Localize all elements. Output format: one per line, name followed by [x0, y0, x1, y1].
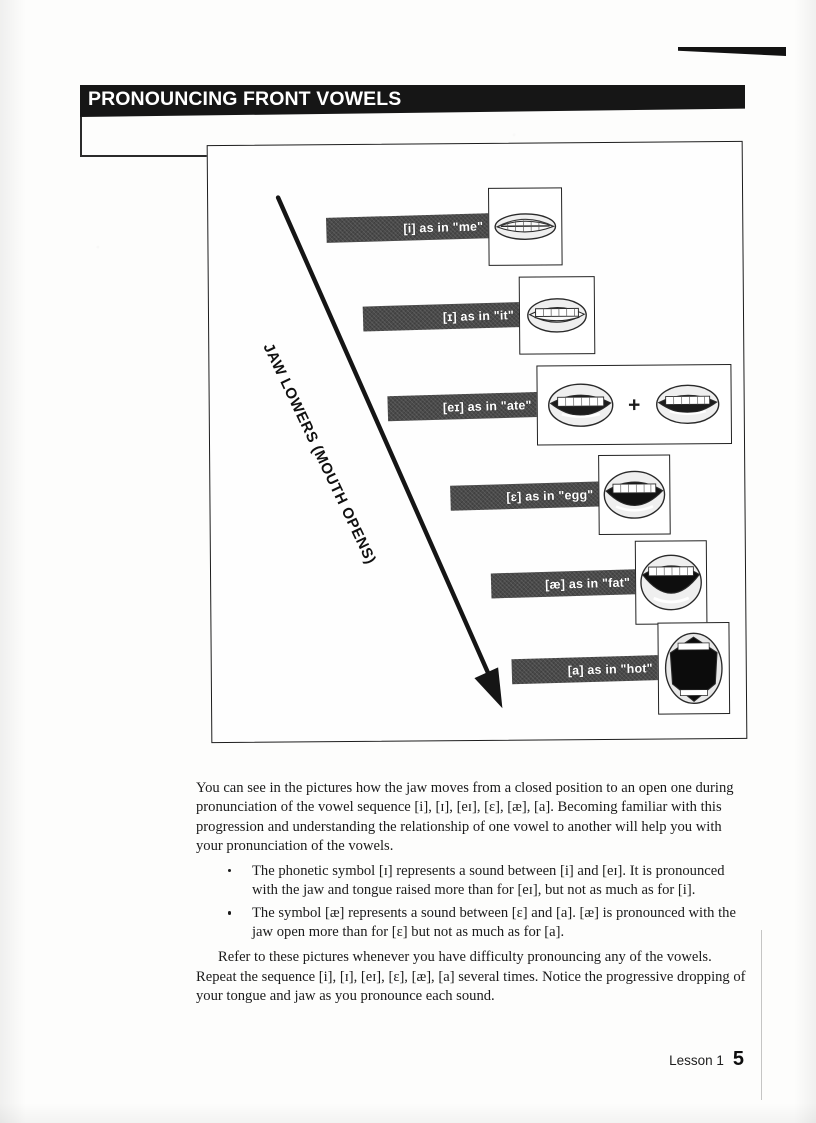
bullet-text-ih: The phonetic symbol [ɪ] represents a sou…	[252, 863, 725, 899]
vowel-label-eh: [ɛ] as in "egg"	[450, 480, 603, 511]
mouth-image-ih	[518, 276, 596, 355]
mouth-illustration-fully-open	[664, 632, 723, 704]
page-corner-artifact	[678, 47, 786, 56]
footer-lesson-label: Lesson 1	[669, 1053, 724, 1068]
mouth-illustration-slightly-open	[527, 298, 587, 333]
vowel-diagram-frame: JAW LOWERS (MOUTH OPENS) [i] as in "me" …	[206, 140, 748, 744]
mouth-illustration-closed	[494, 213, 557, 240]
mouth-illustration-open-b	[655, 384, 720, 425]
vowel-label-ey: [eɪ] as in "ate"	[387, 391, 542, 421]
mouth-image-ey: +	[536, 363, 733, 446]
paragraph-intro: You can see in the pictures how the jaw …	[196, 780, 734, 854]
paragraph-practice: Refer to these pictures whenever you hav…	[196, 949, 746, 1004]
header-rule-horizontal	[80, 155, 212, 157]
vowel-label-i: [i] as in "me"	[325, 212, 493, 243]
margin-rule	[761, 930, 762, 1100]
vowel-row-ey: [eɪ] as in "ate" +	[387, 363, 733, 447]
vowel-diagram-inner: JAW LOWERS (MOUTH OPENS) [i] as in "me" …	[208, 142, 747, 742]
mouth-image-ae	[634, 540, 708, 625]
vowel-row-i: [i] as in "me"	[325, 187, 563, 267]
page-footer: Lesson 1 5	[669, 1048, 744, 1071]
page-edge-shadow-right	[794, 0, 816, 1123]
vowel-row-eh: [ɛ] as in "egg"	[450, 454, 671, 536]
plus-icon: +	[627, 393, 641, 417]
explanation-bullet-list: The phonetic symbol [ɪ] represents a sou…	[196, 862, 752, 942]
vowel-row-ah: [a] as in "hot"	[511, 622, 731, 716]
mouth-pair-ey: +	[542, 368, 727, 441]
footer-page-number: 5	[732, 1048, 744, 1070]
bullet-dot-icon	[228, 869, 232, 873]
bullet-item-ih: The phonetic symbol [ɪ] represents a sou…	[196, 862, 752, 900]
mouth-image-i	[488, 187, 563, 266]
page-edge-shadow-left	[0, 0, 26, 1123]
section-header-band: PRONOUNCING FRONT VOWELS	[80, 85, 745, 117]
vowel-label-ae: [æ] as in "fat"	[490, 568, 640, 598]
mouth-image-ah	[657, 622, 731, 715]
bullet-text-ae: The symbol [æ] represents a sound betwee…	[252, 905, 736, 941]
vowel-label-ih: [ɪ] as in "it"	[362, 301, 524, 332]
header-rule-vertical	[80, 117, 82, 157]
vowel-row-ih: [ɪ] as in "it"	[362, 276, 596, 356]
page-edge-shadow-bottom	[0, 1103, 816, 1123]
vowel-row-ae: [æ] as in "fat"	[490, 540, 708, 626]
mouth-image-eh	[598, 454, 671, 536]
mouth-illustration-open-a	[548, 383, 614, 427]
bullet-dot-icon	[228, 911, 232, 915]
page-title: PRONOUNCING FRONT VOWELS	[88, 88, 402, 110]
mouth-illustration-wide-open	[640, 554, 702, 611]
body-text-block: You can see in the pictures how the jaw …	[196, 779, 752, 1006]
bullet-item-ae: The symbol [æ] represents a sound betwee…	[196, 904, 752, 942]
vowel-label-ah: [a] as in "hot"	[511, 654, 663, 684]
mouth-illustration-more-open	[603, 470, 666, 519]
